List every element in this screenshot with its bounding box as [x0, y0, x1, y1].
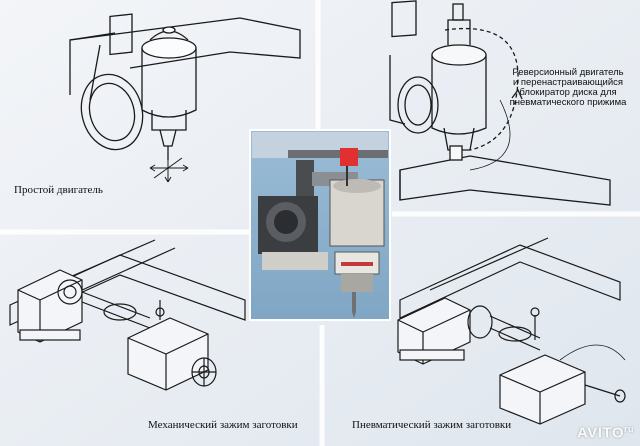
pneumatic-clamp-diagram: [397, 237, 626, 425]
watermark-domain: ru: [624, 424, 634, 435]
reversible-motor-diagram: [389, 0, 611, 206]
caption-reversible-line-1: Реверсионный двигатель: [512, 67, 624, 78]
caption-reversible-line-2: и перенастраивающийся: [512, 77, 624, 88]
avito-watermark: AVITOru: [577, 424, 634, 442]
mechanical-clamp-diagram: [9, 239, 246, 391]
caption-pneumatic-clamp: Пневматический зажим заготовки: [352, 419, 512, 431]
watermark-brand: AVITO: [577, 425, 624, 442]
caption-reversible-line-4: пневматического прижима: [509, 97, 627, 108]
simple-motor-diagram: [69, 13, 301, 183]
caption-reversible-line-3: блокиратор диска для: [519, 87, 617, 98]
caption-simple-motor: Простой двигатель: [14, 184, 103, 196]
machine-photo: [249, 129, 391, 321]
caption-reversible-motor: Реверсионный двигатель и перенастраивающ…: [502, 68, 634, 108]
caption-mechanical-clamp: Механический зажим заготовки: [148, 419, 298, 431]
red-flag: [340, 148, 358, 166]
